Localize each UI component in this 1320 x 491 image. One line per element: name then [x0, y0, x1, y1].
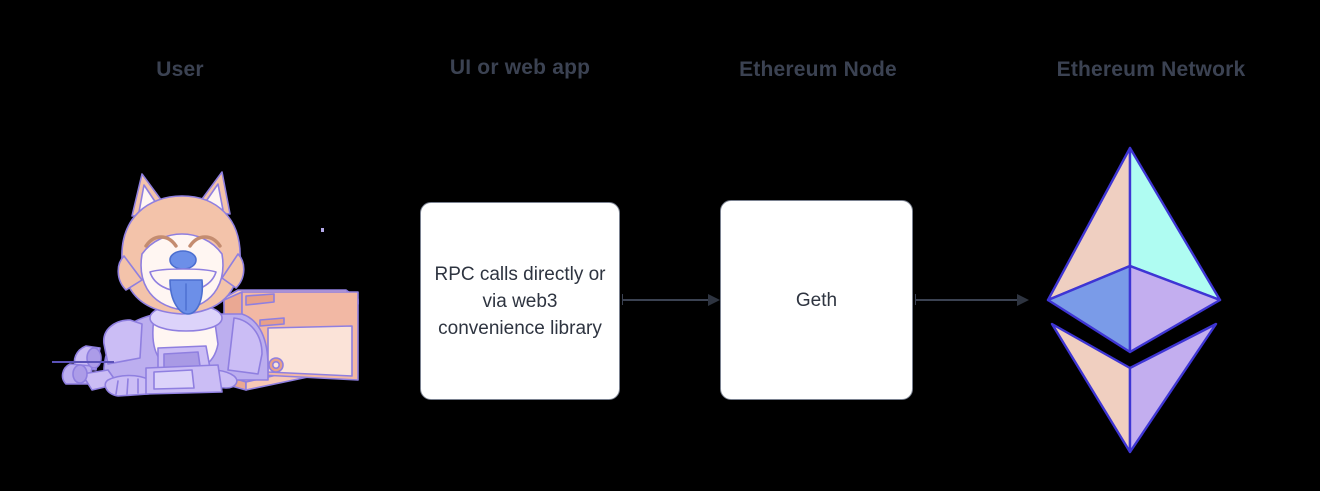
- node-box-geth-label: Geth: [795, 289, 838, 311]
- arrow-node-to-network: [915, 294, 1030, 306]
- node-box-ui-or-web-app[interactable]: RPC calls directly or via web3 convenien…: [420, 202, 620, 400]
- arrow-head-icon: [1017, 294, 1029, 306]
- shiba-inu-at-computer-illustration: [46, 168, 376, 413]
- column-title-ui-or-web-app: UI or web app: [449, 56, 591, 79]
- node-box-geth[interactable]: Geth: [720, 200, 913, 400]
- node-box-ui-label: RPC calls directly or via web3 convenien…: [434, 263, 606, 339]
- stray-pixel-artifact: [321, 228, 324, 232]
- column-title-user: User: [156, 58, 204, 81]
- ethereum-diamond-logo: [1030, 140, 1240, 460]
- column-title-ethereum-node: Ethereum Node: [739, 58, 897, 81]
- arrow-head-icon: [708, 294, 720, 306]
- desk-line: [52, 361, 114, 363]
- arrow-ui-to-node: [622, 294, 720, 306]
- arrow-shaft: [915, 299, 1019, 301]
- column-title-ethereum-network: Ethereum Network: [1056, 58, 1246, 81]
- arrow-shaft: [622, 299, 710, 301]
